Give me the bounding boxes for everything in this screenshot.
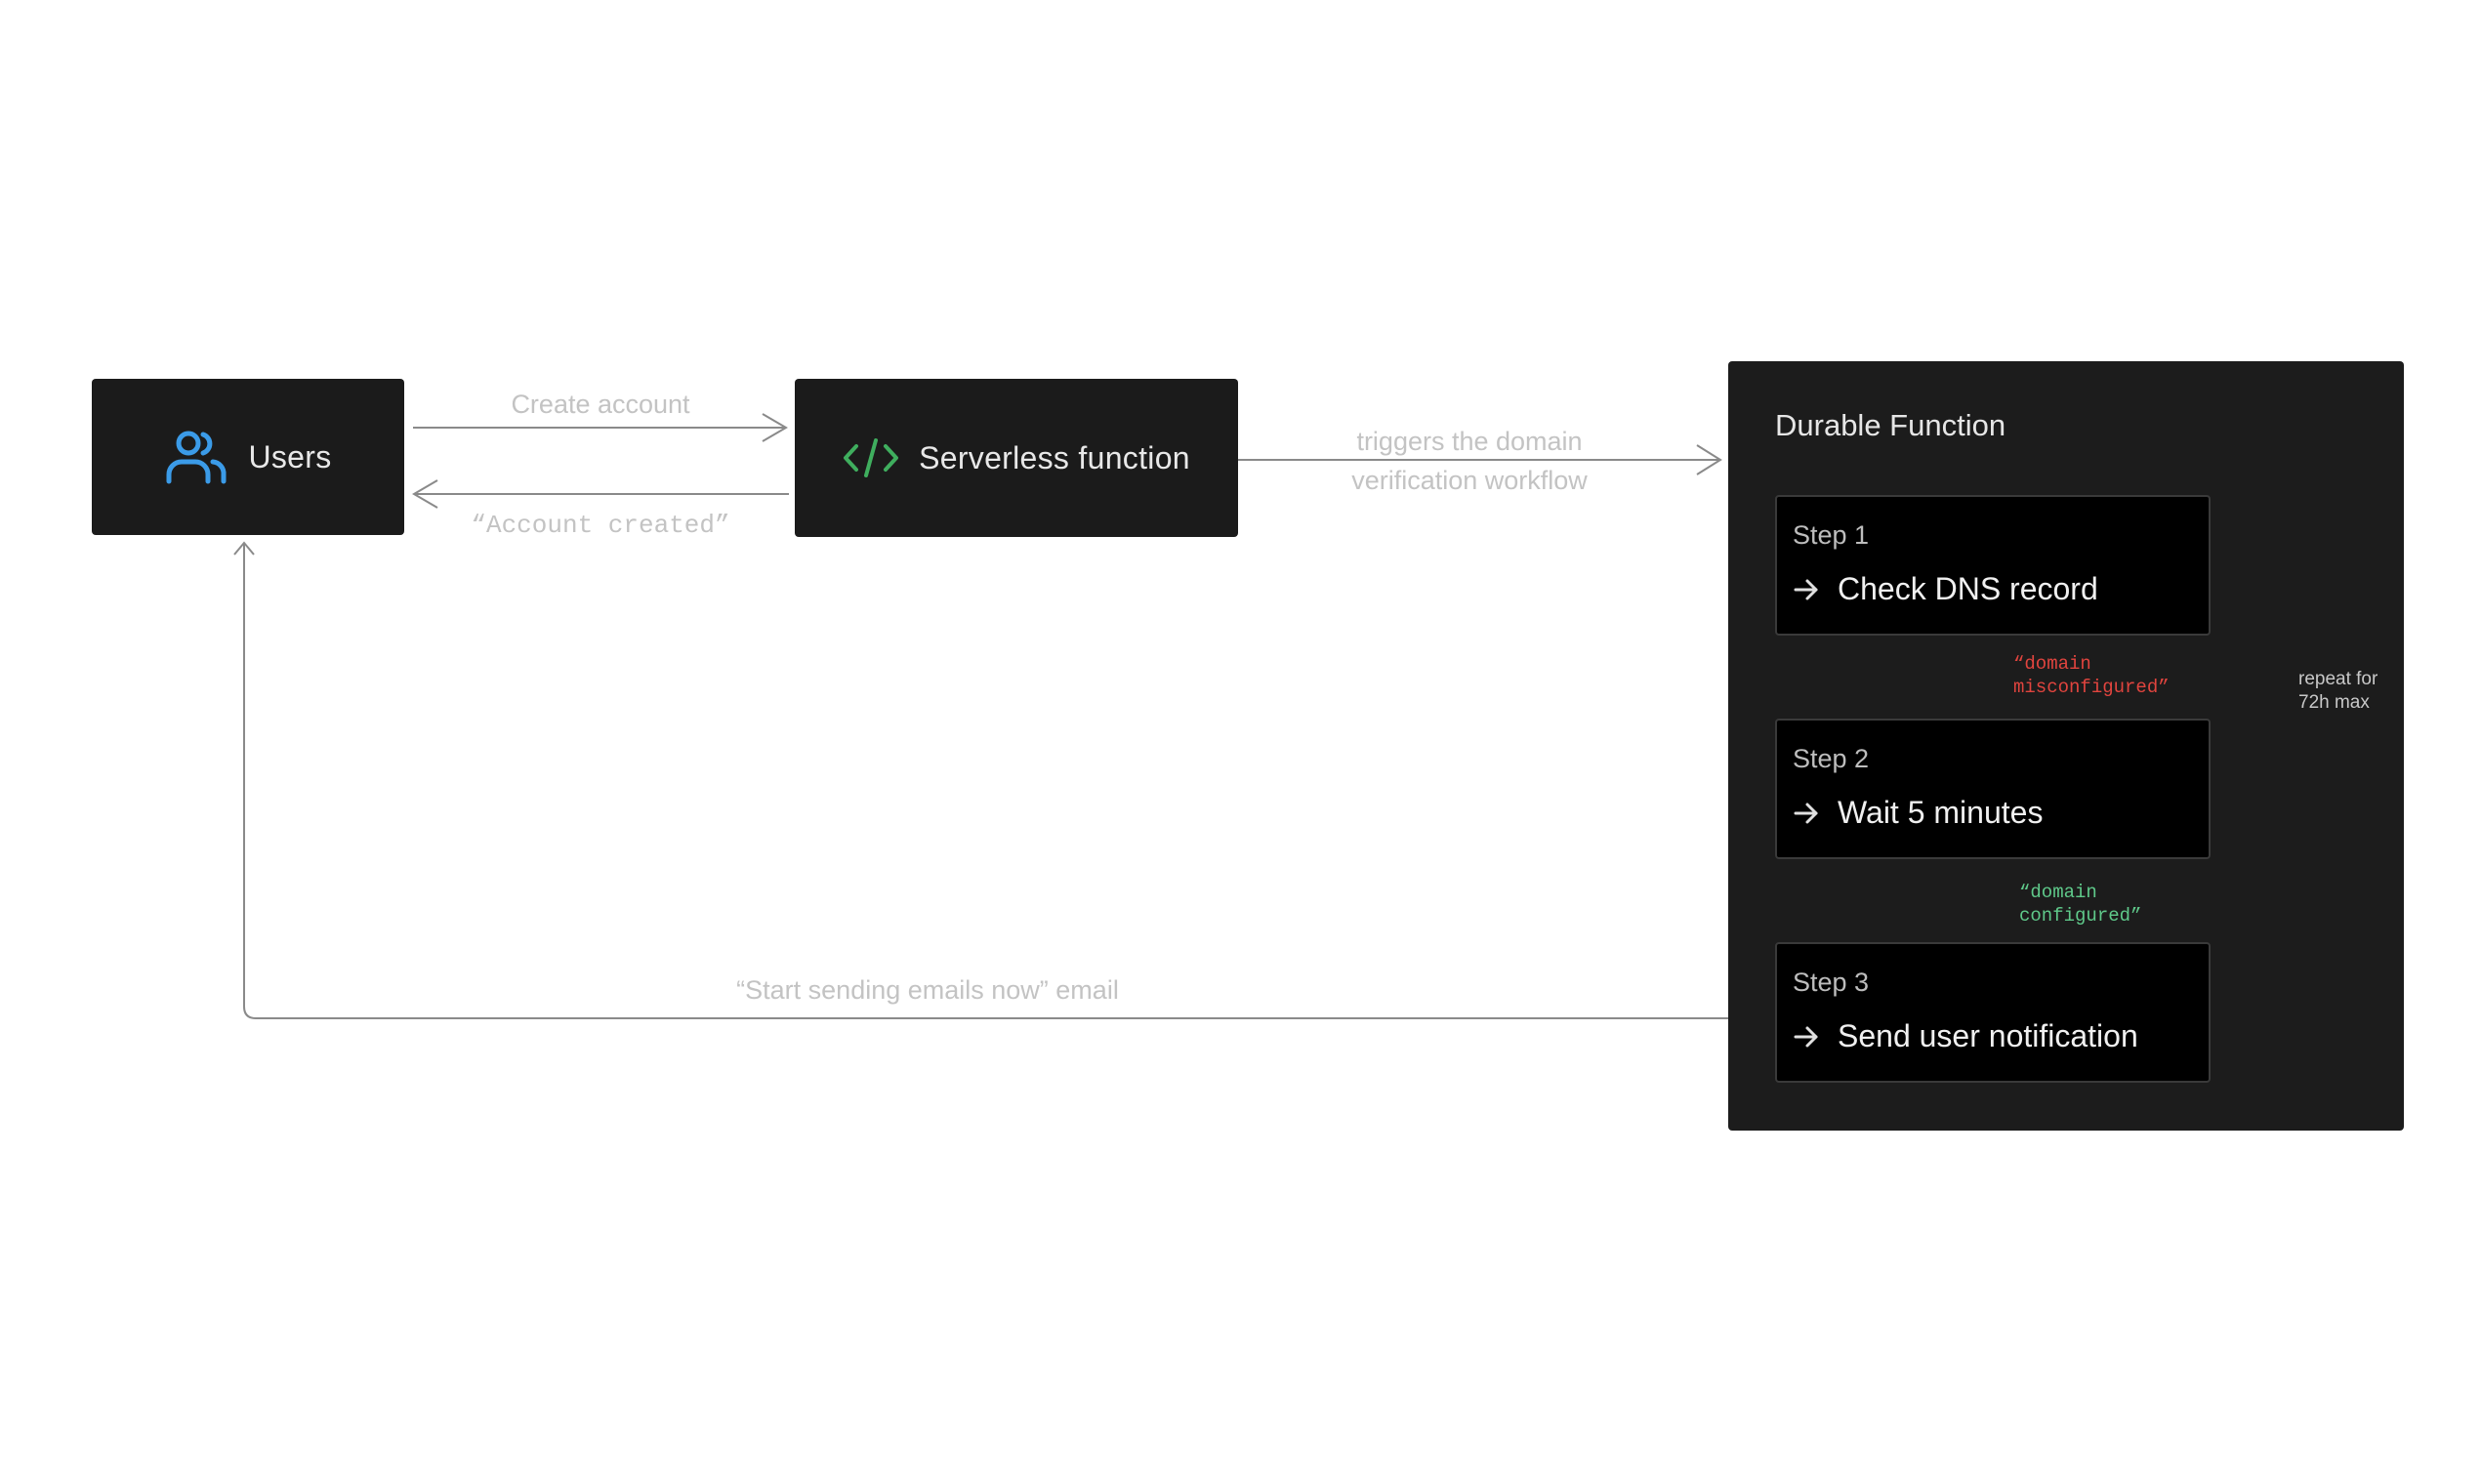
repeat-label: repeat for 72h max bbox=[2298, 669, 2378, 713]
triggers-label-line1: triggers the domain bbox=[1356, 427, 1583, 456]
serverless-function-node: Serverless function bbox=[795, 379, 1238, 537]
step-1-action-label: Check DNS record bbox=[1838, 571, 2098, 606]
configured-label: “domain configured” bbox=[2019, 882, 2142, 927]
code-icon bbox=[843, 436, 899, 479]
start-sending-arrow bbox=[243, 543, 1775, 1019]
arrow-right-icon bbox=[1793, 1025, 1820, 1049]
start-sending-label: “Start sending emails now” email bbox=[736, 975, 1119, 1005]
create-account-label: Create account bbox=[511, 390, 690, 419]
step-3-number: Step 3 bbox=[1793, 968, 1870, 997]
users-label: Users bbox=[248, 438, 332, 474]
account-created-label: “Account created” bbox=[471, 511, 730, 540]
misconfigured-label: “domain misconfigured” bbox=[2013, 653, 2170, 698]
arrow-right-icon bbox=[1793, 578, 1820, 601]
step-2-card: Step 2 Wait 5 minutes bbox=[1775, 719, 2211, 859]
users-icon bbox=[164, 428, 228, 486]
triggers-label-line2: verification workflow bbox=[1351, 466, 1588, 495]
step-3-action-label: Send user notification bbox=[1838, 1018, 2138, 1053]
step-3-card: Step 3 Send user notification bbox=[1775, 942, 2211, 1083]
step-2-number: Step 2 bbox=[1793, 744, 1870, 773]
durable-function-title: Durable Function bbox=[1775, 408, 2006, 442]
step-1-action: Check DNS record bbox=[1793, 571, 2098, 607]
step-2-action-label: Wait 5 minutes bbox=[1838, 795, 2044, 830]
step-2-action: Wait 5 minutes bbox=[1793, 795, 2043, 831]
arrow-right-icon bbox=[1793, 802, 1820, 825]
step-1-number: Step 1 bbox=[1793, 520, 1870, 550]
step-1-card: Step 1 Check DNS record bbox=[1775, 495, 2211, 636]
step-3-action: Send user notification bbox=[1793, 1018, 2138, 1054]
serverless-label: Serverless function bbox=[919, 439, 1190, 475]
users-node: Users bbox=[92, 379, 404, 535]
